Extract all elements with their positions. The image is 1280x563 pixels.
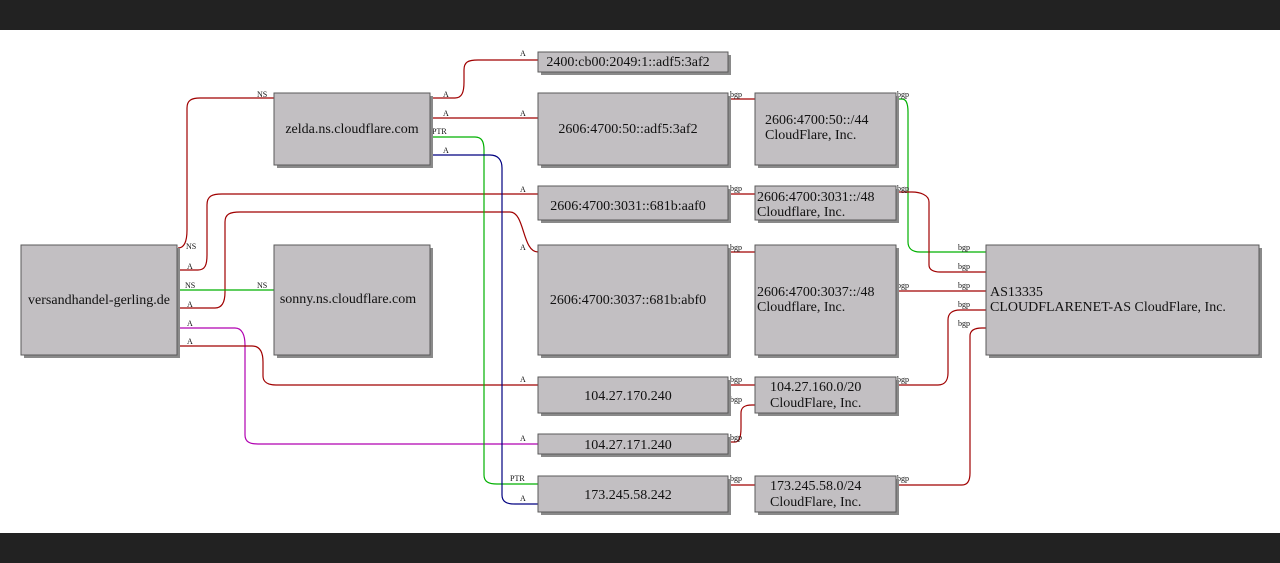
node-ip4-173[interactable]: 173.245.58.242 bbox=[537, 475, 731, 515]
label-zelda-ptr: PTR bbox=[432, 127, 447, 136]
label-bgp-171a: bgp bbox=[730, 395, 742, 404]
node-ip6-cb00[interactable]: 2400:cb00:2049:1::adf5:3af2 bbox=[537, 51, 731, 75]
node-as13335-line2: CLOUDFLARENET-AS CloudFlare, Inc. bbox=[990, 300, 1226, 315]
edge-as-50 bbox=[896, 98, 986, 253]
node-net-3037-line1: 2606:4700:3037::/48 bbox=[757, 285, 874, 300]
label-a-3: A bbox=[187, 319, 193, 328]
label-bgp-173: bgp bbox=[730, 474, 742, 483]
label-bgp-as-5: bgp bbox=[958, 319, 970, 328]
node-net-3031-line1: 2606:4700:3031::/48 bbox=[757, 190, 874, 205]
label-a-173: A bbox=[520, 494, 526, 503]
diagram-canvas: NS NS A NS NS A A A A A PTR A A A A A A … bbox=[0, 30, 1280, 533]
node-zelda-label: zelda.ns.cloudflare.com bbox=[285, 122, 418, 137]
node-net-104[interactable]: 104.27.160.0/20 CloudFlare, Inc. bbox=[754, 376, 899, 416]
label-bgp-as-1: bgp bbox=[958, 243, 970, 252]
label-a-1: A bbox=[187, 262, 193, 271]
node-net-3031-line2: Cloudflare, Inc. bbox=[757, 205, 845, 220]
label-ns-sonny-left: NS bbox=[185, 281, 195, 290]
label-bgp-as-2: bgp bbox=[958, 262, 970, 271]
label-bgp-net104: bgp bbox=[897, 375, 909, 384]
node-net-173-line2: CloudFlare, Inc. bbox=[770, 495, 861, 510]
node-net-3037[interactable]: 2606:4700:3037::/48 Cloudflare, Inc. bbox=[754, 244, 899, 358]
label-bgp-net50: bgp bbox=[897, 90, 909, 99]
label-bgp-net3037: bgp bbox=[897, 281, 909, 290]
node-ip6-3037[interactable]: 2606:4700:3037::681b:abf0 bbox=[537, 244, 731, 358]
edge-a-3031 bbox=[178, 193, 538, 271]
label-a-3031: A bbox=[520, 185, 526, 194]
node-net-104-line2: CloudFlare, Inc. bbox=[770, 396, 861, 411]
label-bgp-50: bgp bbox=[730, 90, 742, 99]
label-bgp-net173: bgp bbox=[897, 474, 909, 483]
node-ip6-50[interactable]: 2606:4700:50::adf5:3af2 bbox=[537, 92, 731, 168]
node-ip6-3031-label: 2606:4700:3031::681b:aaf0 bbox=[550, 199, 706, 214]
edge-a-170 bbox=[178, 345, 538, 386]
node-ip4-171-label: 104.27.171.240 bbox=[584, 438, 672, 453]
edge-ns-zelda bbox=[177, 97, 274, 249]
edge-zelda-ptr bbox=[431, 136, 538, 485]
label-zelda-a-3: A bbox=[443, 146, 449, 155]
edge-as-173 bbox=[896, 327, 986, 486]
node-zelda[interactable]: zelda.ns.cloudflare.com bbox=[273, 92, 433, 168]
node-versandhandel[interactable]: versandhandel-gerling.de bbox=[20, 244, 180, 358]
edge-a-3037 bbox=[178, 211, 539, 309]
edge-as-104 bbox=[896, 309, 986, 386]
node-net-3031[interactable]: 2606:4700:3031::/48 Cloudflare, Inc. bbox=[754, 185, 899, 223]
dns-graph: NS NS A NS NS A A A A A PTR A A A A A A … bbox=[20, 49, 1262, 515]
label-bgp-171b: bgp bbox=[730, 433, 742, 442]
top-bar bbox=[0, 0, 1280, 30]
label-a-170: A bbox=[520, 375, 526, 384]
label-ns-top: NS bbox=[186, 242, 196, 251]
node-ip4-173-label: 173.245.58.242 bbox=[584, 488, 672, 503]
edge-zelda-a-cb00 bbox=[431, 59, 538, 99]
label-a-4: A bbox=[187, 337, 193, 346]
node-net-173[interactable]: 173.245.58.0/24 CloudFlare, Inc. bbox=[754, 475, 899, 515]
node-net-50-line1: 2606:4700:50::/44 bbox=[765, 113, 868, 128]
label-bgp-as-4: bgp bbox=[958, 300, 970, 309]
node-ip4-170[interactable]: 104.27.170.240 bbox=[537, 376, 731, 416]
node-ip6-3031[interactable]: 2606:4700:3031::681b:aaf0 bbox=[537, 185, 731, 223]
label-bgp-as-3: bgp bbox=[958, 281, 970, 290]
label-bgp-3031: bgp bbox=[730, 184, 742, 193]
node-ip4-170-label: 104.27.170.240 bbox=[584, 389, 672, 404]
node-net-50[interactable]: 2606:4700:50::/44 CloudFlare, Inc. bbox=[754, 92, 899, 168]
bottom-bar bbox=[0, 533, 1280, 563]
node-sonny-label: sonny.ns.cloudflare.com bbox=[280, 292, 416, 307]
node-net-173-line1: 173.245.58.0/24 bbox=[770, 479, 861, 494]
edge-a-171 bbox=[178, 327, 538, 445]
node-net-3037-line2: Cloudflare, Inc. bbox=[757, 300, 845, 315]
node-ip4-171[interactable]: 104.27.171.240 bbox=[537, 433, 731, 457]
node-net-104-line1: 104.27.160.0/20 bbox=[770, 380, 861, 395]
label-bgp-net3031: bgp bbox=[897, 184, 909, 193]
label-bgp-3037: bgp bbox=[730, 243, 742, 252]
label-bgp-170: bgp bbox=[730, 375, 742, 384]
label-a-50: A bbox=[520, 109, 526, 118]
node-sonny[interactable]: sonny.ns.cloudflare.com bbox=[273, 244, 433, 358]
node-ip6-3037-label: 2606:4700:3037::681b:abf0 bbox=[550, 293, 706, 308]
label-a-3037: A bbox=[520, 243, 526, 252]
label-a-171: A bbox=[520, 434, 526, 443]
label-zelda-a-1: A bbox=[443, 90, 449, 99]
node-net-50-line2: CloudFlare, Inc. bbox=[765, 128, 856, 143]
node-ip6-cb00-label: 2400:cb00:2049:1::adf5:3af2 bbox=[546, 55, 709, 70]
edge-zelda-a-blue bbox=[431, 154, 538, 505]
label-zelda-a-2: A bbox=[443, 109, 449, 118]
label-ns-sonny: NS bbox=[257, 281, 267, 290]
node-versandhandel-label: versandhandel-gerling.de bbox=[28, 293, 170, 308]
label-ns-zelda: NS bbox=[257, 90, 267, 99]
label-a-cb00: A bbox=[520, 49, 526, 58]
edge-as-3031 bbox=[896, 191, 986, 273]
node-as13335[interactable]: AS13335 CLOUDFLARENET-AS CloudFlare, Inc… bbox=[985, 244, 1262, 358]
node-as13335-line1: AS13335 bbox=[990, 285, 1043, 300]
label-ptr-173: PTR bbox=[510, 474, 525, 483]
node-ip6-50-label: 2606:4700:50::adf5:3af2 bbox=[558, 122, 697, 137]
edge-bgp-171 bbox=[728, 404, 755, 443]
label-a-2: A bbox=[187, 300, 193, 309]
